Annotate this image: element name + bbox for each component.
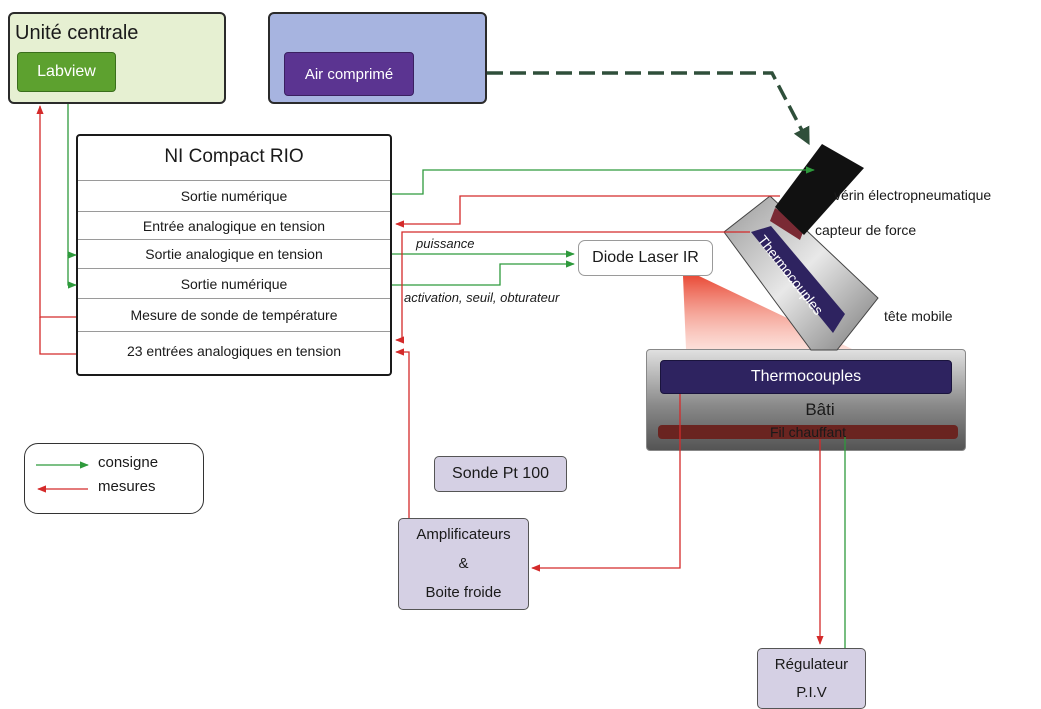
ni-row-sortie-numerique-2: Sortie numérique [78, 268, 390, 298]
unit-centrale-title: Unité centrale [15, 22, 139, 44]
line-labview-to-sortie-numerique [67, 255, 77, 289]
diode-laser-box: Diode Laser IR [578, 240, 713, 276]
line-activation-to-diode [392, 260, 575, 286]
legend-box [24, 443, 204, 514]
fil-chauffant-label: Fil chauffant [769, 424, 846, 440]
ni-row-mesure-sonde: Mesure de sonde de température [78, 298, 390, 331]
line-sonde-mesure-to-unit [36, 105, 76, 318]
air-line [487, 71, 810, 146]
fil-chauffant-bar [658, 425, 958, 439]
bati-label: Bâti [805, 400, 835, 419]
sonde-pt100-box: Sonde Pt 100 [434, 456, 567, 492]
head-thermocouples-bar [751, 226, 845, 333]
line-to-verin [392, 166, 815, 195]
labview-box: Labview [17, 52, 116, 92]
ampli-line1: Amplificateurs [416, 526, 511, 543]
head-thermocouples-label: Thermocouples [755, 232, 827, 318]
laser-beam-cone [683, 276, 852, 349]
line-ampli-to-entrees [395, 348, 410, 518]
line-entrees-to-unit [39, 317, 76, 355]
legend-consigne-label: consigne [98, 454, 159, 471]
tete-mobile-body [723, 195, 879, 351]
mobile-head-group [723, 144, 879, 351]
capteur-label: capteur de force [815, 222, 917, 238]
ni-compact-rio-box [76, 134, 392, 376]
tete-mobile-label: tête mobile [884, 308, 953, 324]
ni-row-sortie-analogique: Sortie analogique en tension [78, 239, 390, 268]
ni-row-entree-analogique: Entrée analogique en tension [78, 211, 390, 239]
ni-compact-rio-title: NI Compact RIO [164, 146, 304, 167]
ampli-line3: Boite froide [425, 584, 502, 601]
regulateur-line2: P.I.V [796, 684, 827, 701]
line-labview-to-sortie-analogique [67, 104, 77, 259]
ni-row-sortie-numerique-1: Sortie numérique [78, 180, 390, 211]
bati-thermocouples-bar: Thermocouples [660, 360, 952, 394]
activation-label: activation, seuil, obturateur [404, 290, 560, 305]
regulateur-line1: Régulateur [774, 656, 849, 673]
air-comprime-box: Air comprimé [284, 52, 414, 96]
ni-row-23-entrees: 23 entrées analogiques en tension [78, 331, 390, 369]
verin-label: vérin électropneumatique [834, 187, 992, 203]
ampli-line2: & [458, 555, 469, 572]
line-capteur-force [395, 195, 780, 228]
legend-mesures-label: mesures [98, 478, 156, 495]
puissance-label: puissance [416, 236, 475, 251]
regulateur-box [757, 648, 866, 709]
capteur-force-block [770, 208, 805, 240]
amplificateurs-box [398, 518, 529, 610]
